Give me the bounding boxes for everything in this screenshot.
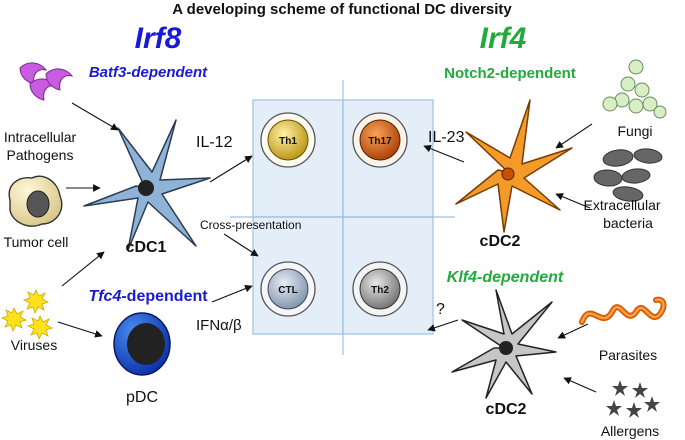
th1-label: Th1 (279, 136, 297, 147)
question-label: ? (436, 301, 445, 318)
pdc-label: pDC (126, 389, 158, 406)
viruses-icon (0, 289, 54, 341)
th17-cell: Th17 (352, 112, 408, 168)
cdc2-bottom-label: cDC2 (486, 401, 527, 418)
cdc2-top-cell-icon (455, 99, 573, 233)
extracellular-bacteria-icon (593, 148, 663, 202)
ctl-label: CTL (278, 285, 297, 296)
parasites-label: Parasites (599, 347, 657, 363)
th17-label: Th17 (368, 136, 392, 147)
ifn-label: IFNα/β (196, 317, 242, 334)
tfc4-dependent-label: Tfc4-dependent (88, 288, 208, 305)
allergens-icon (606, 380, 660, 418)
il12-label: IL-12 (196, 134, 233, 151)
tumor-cell-icon (8, 175, 63, 227)
il23-label: IL-23 (428, 129, 465, 146)
right-arrows (423, 123, 597, 393)
extracellular-label-line2: bacteria (603, 215, 653, 231)
allergens-label: Allergens (601, 423, 659, 439)
gene-irf4-label: Irf4 (480, 22, 527, 55)
fungi-icon (602, 59, 667, 119)
pdc-cell-icon (113, 312, 171, 376)
gene-irf8-label: Irf8 (135, 22, 182, 55)
tfc4-rest-part: -dependent (121, 288, 208, 305)
cross-presentation-label: Cross-presentation (200, 218, 301, 232)
cdc1-label: cDC1 (126, 239, 167, 256)
ctl-cell: CTL (260, 261, 316, 317)
cdc2-bottom-cell-icon (451, 289, 557, 399)
diagram-title: A developing scheme of functional DC div… (172, 1, 512, 18)
batf3-dependent-label: Batf3-dependent (89, 64, 208, 81)
th2-label: Th2 (371, 285, 389, 296)
fungi-label: Fungi (617, 123, 652, 139)
parasites-icon-outline (580, 298, 665, 324)
viruses-label: Viruses (11, 337, 57, 353)
intracellular-label-line2: Pathogens (7, 147, 74, 163)
extracellular-label-line1: Extracellular (583, 197, 660, 213)
intracellular-pathogens-icon (19, 62, 74, 101)
intracellular-label-line1: Intracellular (4, 129, 77, 145)
notch2-dependent-label: Notch2-dependent (444, 65, 576, 82)
left-arrows (57, 102, 259, 338)
th1-cell: Th1 (260, 112, 316, 168)
cdc2-top-label: cDC2 (480, 233, 521, 250)
klf4-dependent-label: Klf4-dependent (447, 269, 564, 286)
tfc4-italic-part: Tfc4 (88, 288, 121, 305)
tumor-cell-label: Tumor cell (4, 234, 69, 250)
th2-cell: Th2 (352, 261, 408, 317)
cdc1-cell-icon (83, 119, 211, 251)
